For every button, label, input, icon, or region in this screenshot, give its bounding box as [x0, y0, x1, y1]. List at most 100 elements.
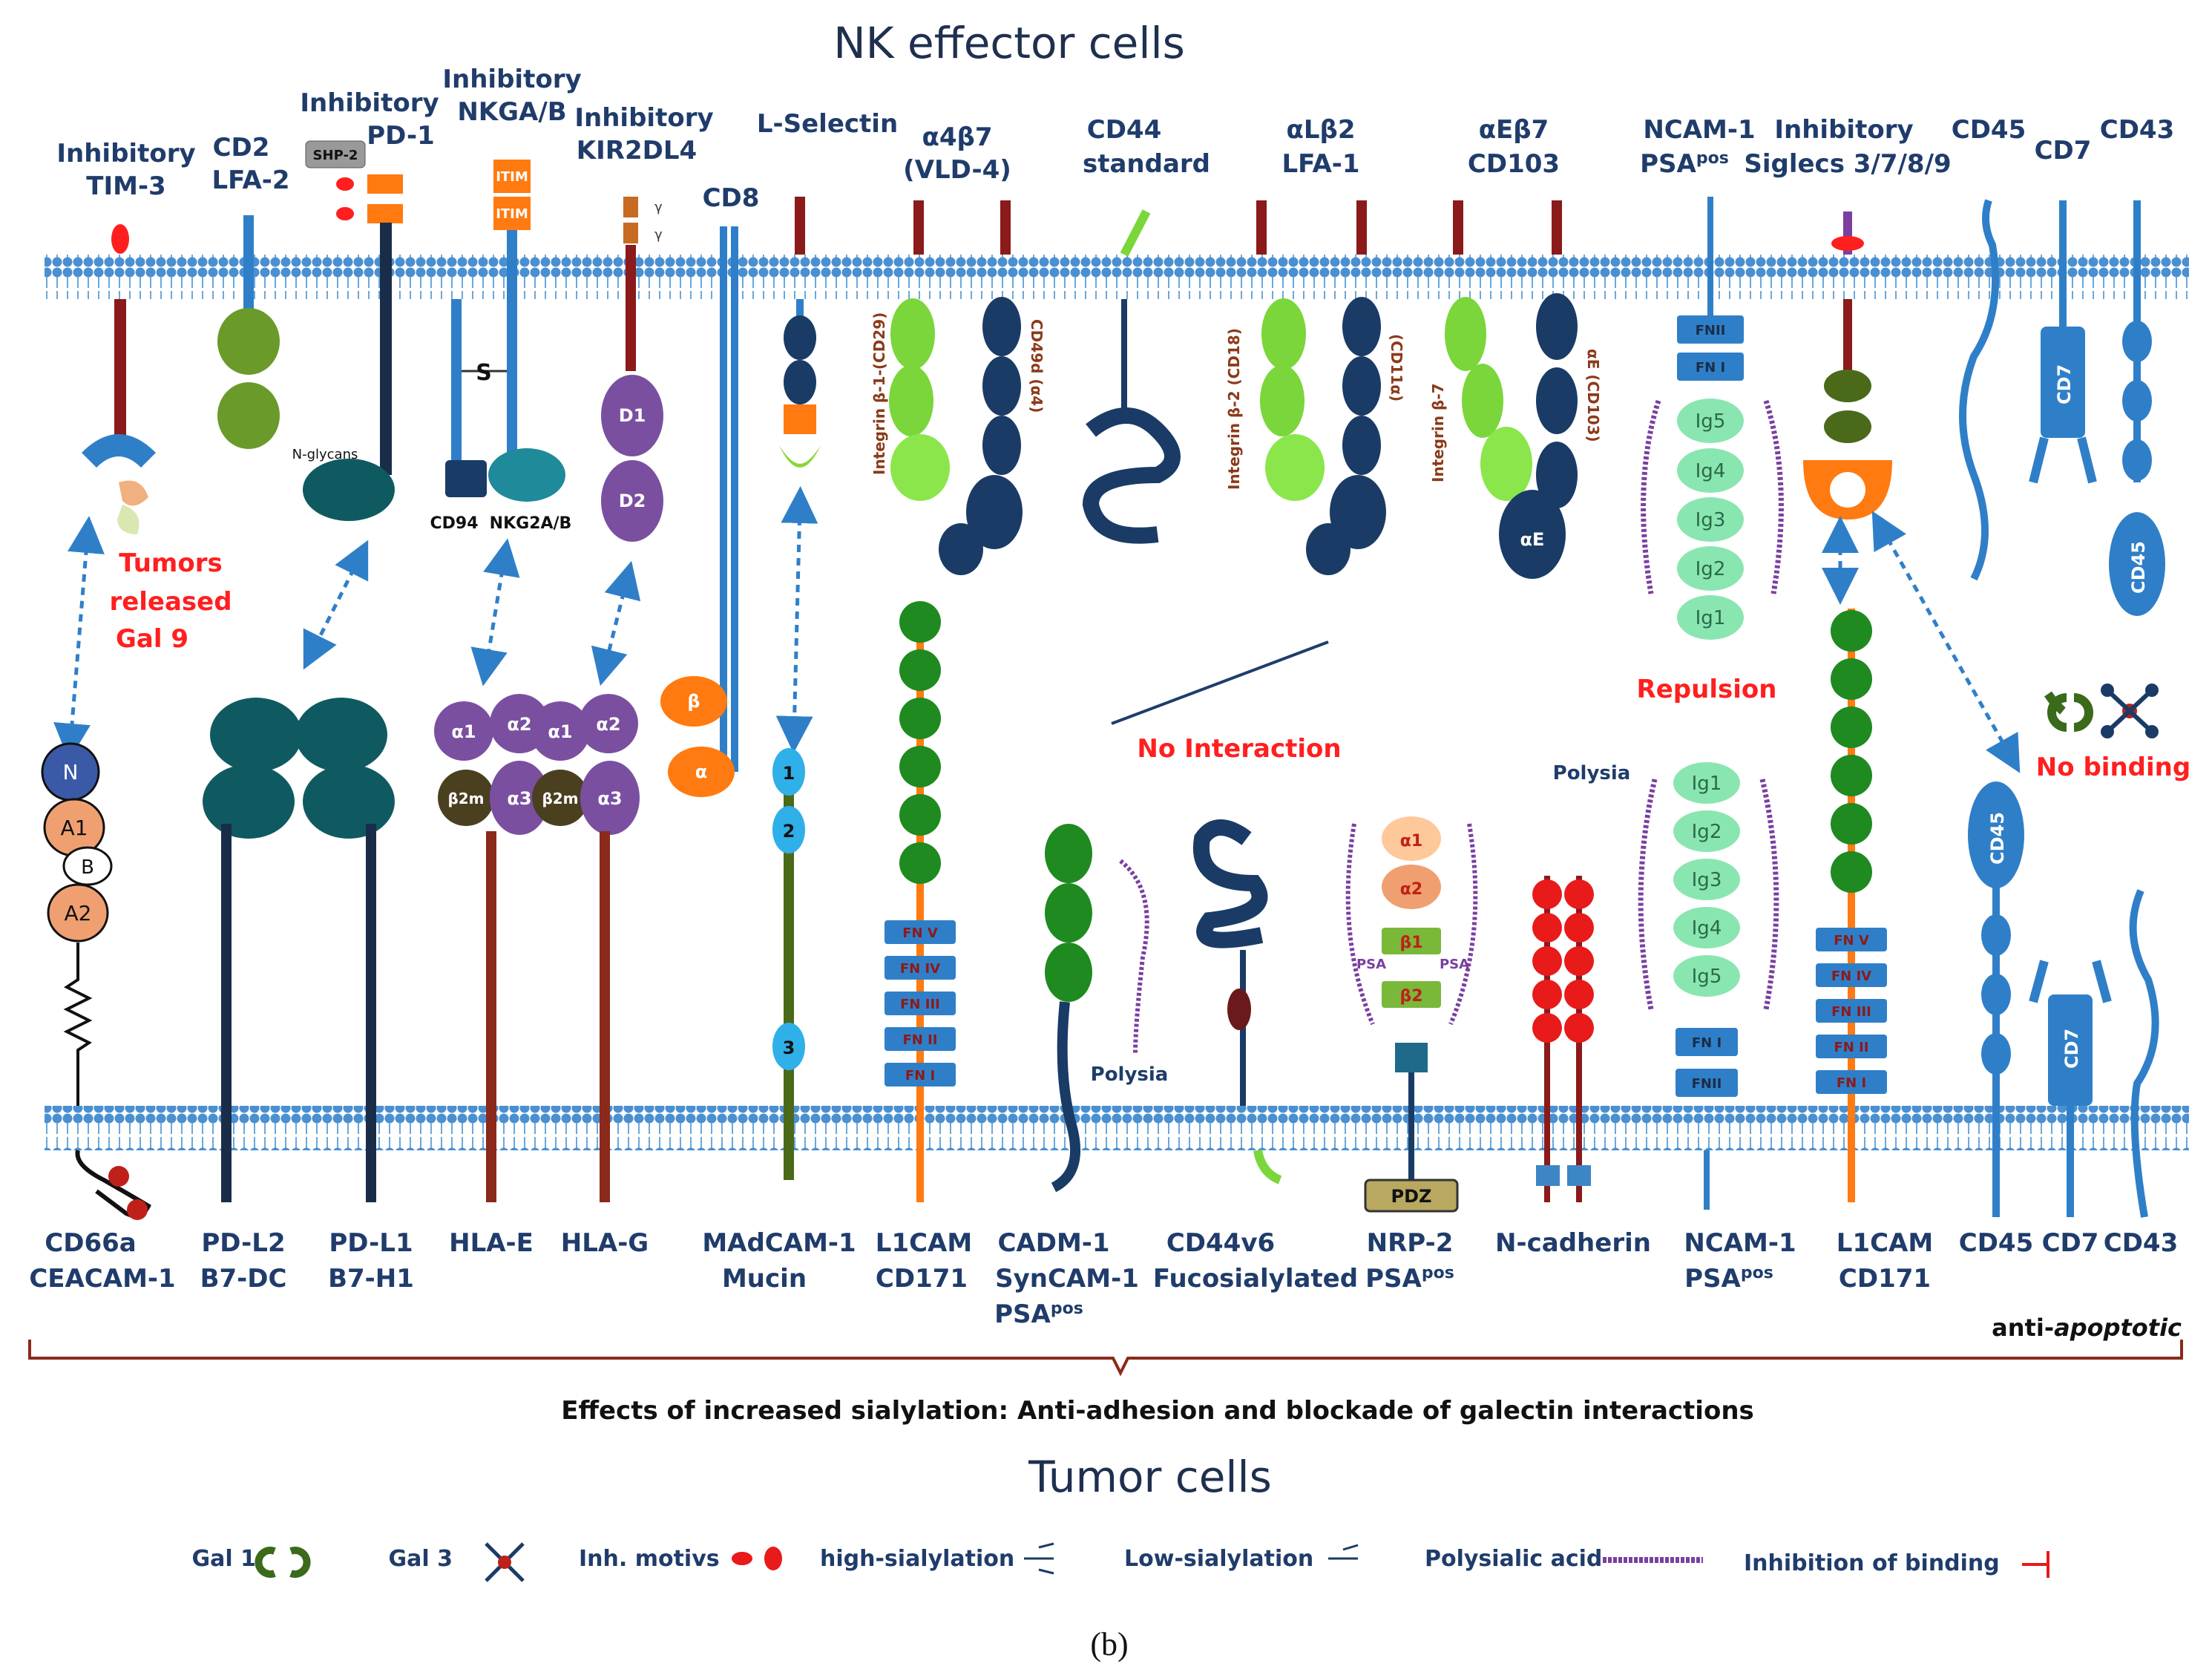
kir-label-2: KIR2DL4 — [577, 136, 697, 165]
hlae-a2: α2 — [507, 714, 531, 735]
ncam-bot-ig1: Ig1 — [1692, 773, 1722, 795]
cd44v6-ligand — [1192, 819, 1282, 1184]
nk-effector-title: NK effector cells — [833, 18, 1185, 68]
ncam-top-fn1: FN I — [1696, 360, 1725, 376]
siglec-receptor — [1803, 212, 1892, 520]
cd7-nk-label: CD7 — [2035, 136, 2092, 165]
cd44v6-label-2: Fucosialylated — [1153, 1264, 1358, 1294]
cd7-box-tumor-text: CD7 — [2061, 1029, 2082, 1069]
tumor-cells-title: Tumor cells — [1028, 1452, 1272, 1502]
hlag-b2m: β2m — [542, 790, 578, 807]
legend-inh-text: Inh. motivs — [579, 1546, 720, 1572]
hlag-a2: α2 — [596, 714, 620, 735]
nrp-b1: β1 — [1399, 934, 1422, 952]
l2-fniv: FN IV — [1831, 969, 1871, 984]
panel-label: (b) — [1090, 1626, 1128, 1662]
madcam-1: 1 — [783, 763, 795, 784]
ncam-bot-ig5: Ig5 — [1692, 966, 1722, 988]
cd43-nk-label: CD43 — [2100, 115, 2175, 145]
inhibition-icon — [2022, 1551, 2049, 1578]
hlag-a3: α3 — [597, 788, 622, 809]
cd45-nk-label: CD45 — [1952, 115, 2026, 145]
cd66-a2: A2 — [65, 901, 92, 925]
cd45-cd7-cd43-nk: CD7 CD45 — [1959, 199, 2165, 616]
integrin-b7-text: Integrin β-7 — [1429, 383, 1447, 482]
cd66-a1: A1 — [61, 816, 88, 840]
tim3-label-1: Inhibitory — [56, 139, 195, 168]
cd2-label-1: CD2 — [213, 133, 270, 163]
cd8-receptor: β α — [660, 226, 738, 797]
alb2-label-2: LFA-1 — [1281, 149, 1359, 179]
pdz-text: PDZ — [1391, 1186, 1432, 1207]
nrp-a1: α1 — [1400, 832, 1422, 851]
ncam-tumor-label-1: NCAM-1 — [1684, 1228, 1796, 1258]
aeb7-label-1: αEβ7 — [1479, 115, 1549, 145]
cd43-tumor-label: CD43 — [2104, 1228, 2179, 1258]
cd45-box-tumor-text: CD45 — [1987, 812, 2008, 865]
ncam-nk-receptor: FNII FN I Ig5 Ig4 Ig3 Ig2 Ig1 — [1641, 197, 1784, 640]
cd66-b: B — [81, 856, 94, 879]
ncam-top-ig5: Ig5 — [1696, 410, 1726, 433]
nrp2-label-1: NRP-2 — [1367, 1228, 1454, 1258]
free-galectins — [2044, 684, 2159, 738]
l1cam2-label-2: CD171 — [1839, 1264, 1931, 1294]
cd7-box-nk-text: CD7 — [2054, 364, 2075, 404]
l1-fniii: FN III — [900, 997, 940, 1012]
nrp2-label-2: PSApos — [1365, 1264, 1454, 1294]
cd7-tumor-label: CD7 — [2042, 1228, 2099, 1258]
pd1-label-2: PD-1 — [367, 121, 435, 151]
hlag-a1: α1 — [548, 721, 572, 742]
l1-fnv: FN V — [902, 925, 938, 941]
l2-fnii: FN II — [1834, 1040, 1868, 1055]
nk-receptor-labels: Inhibitory TIM-3 CD2 LFA-2 Inhibitory PD… — [56, 65, 2174, 213]
ncam-bot-ig2: Ig2 — [1692, 821, 1722, 843]
alb2-integrin — [1256, 200, 1386, 575]
ncam-top-ig2: Ig2 — [1696, 558, 1726, 580]
madcam-2: 2 — [783, 821, 795, 842]
gal3-icon — [485, 1542, 525, 1582]
polysia-text-1: Polysia — [1091, 1064, 1169, 1086]
ncadherin-ligand — [1532, 876, 1594, 1202]
low-sialylation-icon — [1328, 1544, 1359, 1560]
madcam-3: 3 — [783, 1038, 795, 1058]
pd1-receptor: SHP-2 — [303, 140, 403, 521]
siglec-label-1: Inhibitory — [1774, 115, 1913, 145]
a4b7-label-2: (VLD-4) — [903, 155, 1011, 185]
cd8-label: CD8 — [703, 183, 760, 213]
tumor-cell-membrane — [45, 1106, 2189, 1150]
tim3-receptor — [82, 224, 156, 534]
hlae-b2m: β2m — [447, 790, 484, 807]
d2-text: D2 — [619, 491, 646, 511]
summary-brace — [28, 1340, 2183, 1377]
cd66-label-1: CD66a — [45, 1228, 136, 1258]
tumors-released-3: Gal 9 — [116, 624, 188, 654]
cd11a-text: (CD11α) — [1388, 334, 1405, 402]
aeb7-label-2: CD103 — [1468, 149, 1560, 179]
l1-fni: FN I — [905, 1068, 935, 1084]
nrp-psa-1: PSA — [1356, 957, 1386, 972]
cd44-label-1: CD44 — [1087, 115, 1162, 145]
lselectin-receptor — [779, 197, 821, 468]
siglec-label-2: Siglecs 3/7/8/9 — [1744, 149, 1951, 179]
cd66-label-2: CEACAM-1 — [29, 1264, 175, 1294]
hlae-a1: α1 — [451, 721, 476, 742]
ncam-top-fn2: FNII — [1696, 323, 1726, 338]
tumor-ligand-labels: CD66a CEACAM-1 PD-L2 B7-DC PD-L1 B7-H1 H… — [29, 1228, 2178, 1329]
pd1-label-1: Inhibitory — [300, 88, 439, 118]
a4b7-integrin — [889, 200, 1023, 575]
ncam-bot-ig3: Ig3 — [1692, 869, 1722, 891]
shp2-text: SHP-2 — [313, 148, 358, 163]
nrp-a2: α2 — [1400, 880, 1422, 899]
cd45-box-nk-text: CD45 — [2128, 541, 2149, 594]
polysia-text-2: Polysia — [1553, 762, 1631, 784]
legend-inhibition-text: Inhibition of binding — [1744, 1550, 2000, 1576]
anti-apoptotic-label: anti-apoptotic — [1992, 1314, 2182, 1342]
beta-text: β — [687, 691, 700, 712]
gamma-2: γ — [654, 227, 663, 243]
high-sialylation-icon — [1024, 1542, 1054, 1575]
cadm1-ligand — [1045, 824, 1149, 1193]
ncam-bot-ig4: Ig4 — [1692, 917, 1722, 940]
nkg2ab-text: NKG2A/B — [490, 514, 572, 533]
cd45-cd7-cd43-tumor: CD45 CD7 — [1968, 781, 2159, 1218]
kir-label-1: Inhibitory — [574, 103, 713, 133]
